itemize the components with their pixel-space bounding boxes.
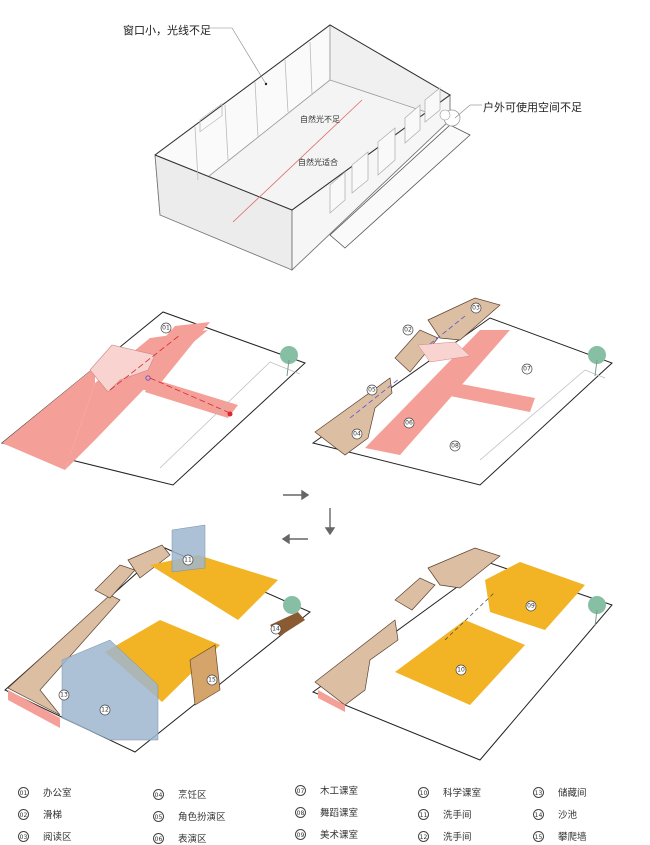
legend-item: 10 科学课室	[418, 785, 481, 799]
legend-label: 美术课室	[320, 830, 359, 841]
svg-text:12: 12	[101, 707, 109, 714]
badge-13	[58, 689, 70, 701]
legend-number-badge: 15	[533, 830, 544, 842]
svg-text:07: 07	[523, 366, 531, 373]
tree-icon	[283, 596, 301, 614]
legend-number-badge: 03	[18, 830, 29, 842]
plan-diagram-4: 09 10	[311, 547, 613, 761]
svg-text:11: 11	[184, 557, 192, 564]
legend-item: 06 表演区	[153, 831, 207, 845]
tree-icon	[280, 346, 298, 377]
shrub-icon	[439, 109, 461, 127]
svg-text:08: 08	[451, 443, 459, 450]
existing-building-model: 自然光不足 自然光适合	[154, 24, 482, 272]
legend-number-badge: 08	[295, 806, 306, 818]
legend-item: 03 阅读区	[18, 829, 72, 843]
badge-06	[403, 417, 415, 429]
legend-label: 洗手间	[443, 832, 472, 843]
badge-07	[521, 363, 533, 375]
legend-number-badge: 01	[18, 786, 29, 798]
badge-10	[455, 664, 467, 676]
arrow-down-icon	[324, 508, 336, 536]
light-insufficient-label: 自然光不足	[300, 114, 340, 124]
badge-08	[449, 440, 461, 452]
legend-label: 舞蹈课室	[320, 808, 359, 819]
legend-item: 01 办公室	[18, 785, 72, 799]
light-adequate-label: 自然光适合	[298, 157, 338, 167]
legend-label: 表演区	[178, 834, 207, 845]
legend-number-badge: 06	[153, 832, 164, 844]
legend-number-badge: 12	[418, 830, 429, 842]
legend-label: 阅读区	[43, 832, 72, 843]
arrow-right-icon	[283, 489, 310, 501]
svg-text:02: 02	[404, 327, 412, 334]
legend-item: 05 角色扮演区	[153, 809, 226, 823]
outdoor-issue-callout: 户外可使用空间不足	[483, 101, 582, 114]
legend-number-badge: 09	[295, 828, 306, 840]
step-arrows	[281, 489, 336, 545]
legend-item: 15 攀爬墙	[533, 829, 587, 843]
legend-label: 储藏间	[558, 788, 587, 799]
legend-item: 12 洗手间	[418, 829, 472, 843]
legend-label: 办公室	[43, 788, 72, 799]
svg-text:04: 04	[353, 431, 361, 438]
legend-number-badge: 14	[533, 808, 544, 820]
legend-number-badge: 05	[153, 810, 164, 822]
legend-label: 洗手间	[443, 810, 472, 821]
legend-number-badge: 02	[18, 808, 29, 820]
arrow-left-icon	[281, 533, 308, 545]
legend-label: 沙池	[558, 810, 578, 821]
legend-label: 科学课室	[443, 788, 482, 799]
tree-icon	[588, 346, 606, 377]
legend-item: 09 美术课室	[295, 827, 358, 841]
plan-diagram-1: 01	[0, 311, 306, 486]
badge-03	[470, 302, 482, 314]
badge-09	[525, 600, 537, 612]
badge-11	[182, 554, 194, 566]
legend-item: 04 烹饪区	[153, 787, 207, 801]
legend-label: 攀爬墙	[558, 832, 587, 843]
svg-text:01: 01	[162, 325, 170, 332]
plan-diagram-2: 02 03 04 05 06 07 08	[311, 297, 613, 486]
legend-number-badge: 10	[418, 786, 429, 798]
badge-01	[160, 322, 172, 334]
window-issue-callout: 窗口小，光线不足	[123, 24, 211, 37]
legend-item: 02 滑梯	[18, 807, 62, 821]
badge-02	[402, 324, 414, 336]
badge-04	[351, 428, 363, 440]
svg-text:06: 06	[405, 420, 413, 427]
svg-text:15: 15	[208, 677, 216, 684]
svg-text:03: 03	[472, 305, 480, 312]
badge-05	[366, 384, 378, 396]
legend-number-badge: 11	[418, 808, 429, 820]
legend-item: 08 舞蹈课室	[295, 805, 358, 819]
legend-label: 角色扮演区	[178, 812, 226, 823]
svg-text:10: 10	[457, 667, 465, 674]
svg-text:13: 13	[60, 692, 68, 699]
legend-item: 11 洗手间	[418, 807, 472, 821]
svg-text:14: 14	[272, 626, 280, 633]
legend-number-badge: 04	[153, 788, 164, 800]
plan-diagram-3: 11 12 13 14 15	[4, 524, 311, 753]
legend-label: 木工课室	[320, 786, 359, 797]
tree-icon	[588, 596, 606, 627]
legend-label: 烹饪区	[178, 790, 207, 801]
legend-item: 14 沙池	[533, 807, 577, 821]
badge-14	[270, 623, 282, 635]
svg-text:05: 05	[368, 387, 376, 394]
badge-15	[206, 674, 218, 686]
svg-text:09: 09	[527, 603, 535, 610]
legend-item: 07 木工课室	[295, 783, 358, 797]
legend-label: 滑梯	[43, 810, 63, 821]
badge-12	[99, 704, 111, 716]
legend-number-badge: 13	[533, 786, 544, 798]
legend-item: 13 储藏间	[533, 785, 587, 799]
legend-number-badge: 07	[295, 784, 306, 796]
legend: 01 办公室 02 滑梯 03 阅读区 04 烹饪区 05 角色扮演区 06 表演区 07 木…	[0, 772, 650, 845]
